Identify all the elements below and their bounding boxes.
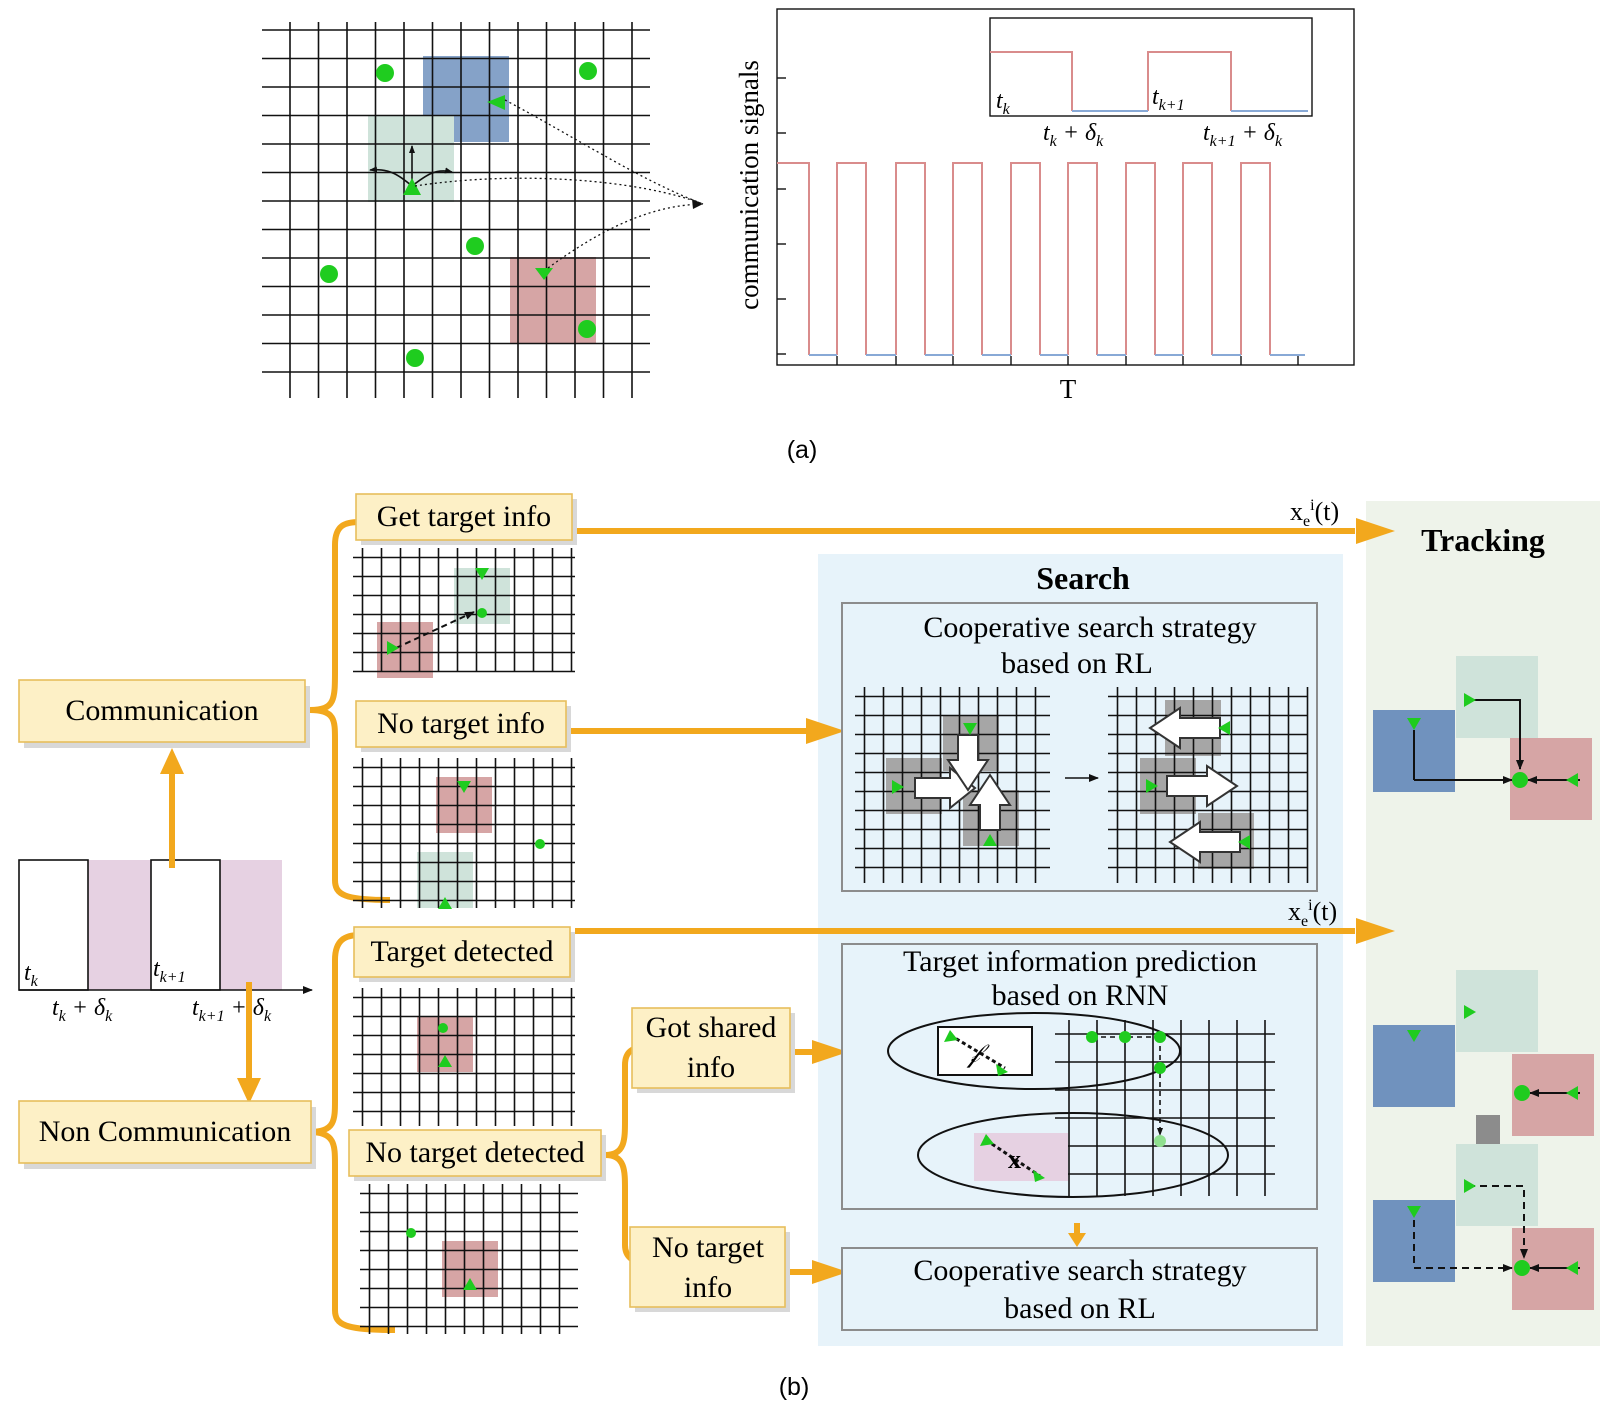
xe-label-1: xei(t) (1290, 497, 1339, 530)
svg-text:info: info (684, 1271, 732, 1304)
svg-text:based on RL: based on RL (1004, 1292, 1156, 1325)
coop-search-box-2: Cooperative search strategy based on RL (841, 1247, 1318, 1331)
svg-text:No target info: No target info (377, 707, 545, 740)
svg-text:Get target info: Get target info (377, 500, 551, 533)
rnn-prediction-box: Target information prediction based on R… (841, 943, 1318, 1210)
mini-grid-no-target (353, 758, 575, 909)
mini-grid-get-target (353, 548, 575, 678)
non-communication-box: Non Communication (18, 1100, 316, 1169)
svg-text:based on RL: based on RL (1001, 647, 1153, 680)
panel-a-signal-chart: communication signals T tk tk+1 tk + δk … (734, 8, 1355, 404)
panel-a-grid (262, 22, 704, 398)
svg-text:tk + δk: tk + δk (52, 995, 113, 1025)
svg-text:No target: No target (652, 1231, 765, 1264)
mini-grid-target-detected (353, 988, 575, 1126)
no-target-info-box: No target info (355, 700, 571, 752)
flow-connectors (169, 519, 1355, 1333)
timeline: tk tk+1 tk + δk tk+1 + δk (18, 859, 313, 1025)
tracking-bottom (1373, 970, 1594, 1310)
chart-xlabel: T (1060, 374, 1077, 404)
caption-b: (b) (779, 1373, 810, 1401)
svg-text:No target detected: No target detected (365, 1136, 584, 1169)
search-title: Search (1036, 560, 1130, 596)
svg-text:x: x (1008, 1145, 1021, 1174)
signal-inset: tk tk+1 tk + δk tk+1 + δk (989, 17, 1313, 150)
svg-text:tk+1 + δk: tk+1 + δk (192, 995, 272, 1025)
svg-text:info: info (687, 1051, 735, 1084)
svg-text:tk+1 + δk: tk+1 + δk (1203, 120, 1283, 150)
svg-text:based on RNN: based on RNN (992, 979, 1169, 1012)
get-target-info-box: Get target info (355, 493, 577, 545)
got-shared-info-box: Got shared info (631, 1007, 795, 1093)
svg-text:Non Communication: Non Communication (39, 1115, 291, 1148)
svg-text:Cooperative search strategy: Cooperative search strategy (923, 611, 1256, 644)
target-detected-box: Target detected (353, 926, 575, 982)
caption-a: (a) (787, 436, 818, 464)
no-target-info-box-2: No target info (629, 1226, 790, 1312)
communication-box: Communication (18, 679, 310, 748)
svg-text:tk + δk: tk + δk (1043, 120, 1104, 150)
svg-text:tk: tk (996, 88, 1011, 118)
svg-text:tk+1: tk+1 (153, 956, 186, 986)
tracking-top (1373, 656, 1592, 820)
xe-label-2: xei(t) (1288, 897, 1337, 930)
svg-text:Target detected: Target detected (370, 935, 553, 968)
tracking-title: Tracking (1421, 522, 1545, 558)
chart-ylabel: communication signals (734, 60, 764, 310)
no-target-detected-box: No target detected (348, 1129, 606, 1181)
svg-text:Got shared: Got shared (646, 1011, 777, 1044)
svg-text:tk: tk (24, 960, 39, 990)
mini-grid-no-target-detected (360, 1184, 578, 1334)
svg-text:Communication: Communication (65, 694, 258, 727)
svg-text:tk+1: tk+1 (1152, 84, 1185, 114)
svg-text:Cooperative search strategy: Cooperative search strategy (913, 1254, 1246, 1287)
coop-search-box-1: Cooperative search strategy based on RL (841, 602, 1318, 892)
svg-text:Target information prediction: Target information prediction (903, 945, 1257, 978)
